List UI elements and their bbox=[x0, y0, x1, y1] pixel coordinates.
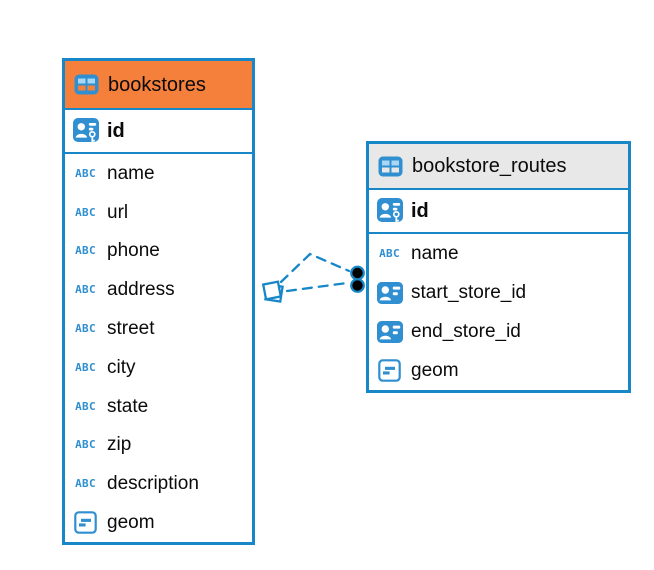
column-name: street bbox=[107, 318, 155, 340]
column-name: description bbox=[107, 473, 199, 495]
column-name: start_store_id bbox=[411, 282, 527, 303]
text-icon: ABC bbox=[75, 244, 96, 258]
column-name: name bbox=[411, 243, 459, 264]
column-row-end_store_id[interactable]: end_store_id bbox=[369, 312, 628, 351]
text-icon: ABC bbox=[75, 477, 96, 491]
relationship-edge[interactable] bbox=[285, 281, 349, 293]
column-row-street[interactable]: ABC street bbox=[65, 309, 252, 348]
table-header-bookstores[interactable]: bookstores bbox=[65, 61, 252, 110]
column-row-id[interactable]: id bbox=[369, 190, 628, 234]
text-icon: ABC bbox=[379, 247, 400, 260]
column-name: phone bbox=[107, 240, 160, 262]
geometry-icon bbox=[72, 511, 99, 534]
table-icon bbox=[377, 156, 404, 177]
column-row-geom[interactable]: geom bbox=[65, 503, 252, 542]
primary-key-icon bbox=[72, 117, 99, 145]
column-row-name[interactable]: ABC name bbox=[65, 154, 252, 193]
text-icon: ABC bbox=[75, 438, 96, 452]
table-title: bookstores bbox=[108, 73, 206, 96]
text-icon: ABC bbox=[75, 283, 96, 297]
column-row-name[interactable]: ABC name bbox=[369, 234, 628, 273]
column-name: url bbox=[107, 201, 129, 223]
column-row-state[interactable]: ABC state bbox=[65, 387, 252, 426]
column-row-url[interactable]: ABC url bbox=[65, 193, 252, 232]
geometry-icon bbox=[376, 359, 403, 382]
column-name: id bbox=[411, 200, 429, 222]
column-row-id[interactable]: id bbox=[65, 110, 252, 154]
table-header-bookstore_routes[interactable]: bookstore_routes bbox=[369, 144, 628, 190]
column-name: geom bbox=[107, 512, 155, 534]
column-name: id bbox=[107, 120, 125, 142]
column-row-geom[interactable]: geom bbox=[369, 351, 628, 390]
column-name: address bbox=[107, 279, 175, 301]
text-icon: ABC bbox=[75, 399, 96, 413]
column-name: name bbox=[107, 162, 155, 184]
text-icon: ABC bbox=[75, 166, 96, 180]
column-row-address[interactable]: ABC address bbox=[65, 270, 252, 309]
text-icon: ABC bbox=[75, 360, 96, 374]
column-name: geom bbox=[411, 360, 459, 381]
column-row-phone[interactable]: ABC phone bbox=[65, 232, 252, 271]
primary-key-icon bbox=[376, 197, 403, 225]
table-icon bbox=[73, 74, 100, 95]
column-row-start_store_id[interactable]: start_store_id bbox=[369, 273, 628, 312]
text-icon: ABC bbox=[75, 205, 96, 219]
relationship-target-marker-dots[interactable] bbox=[350, 265, 365, 293]
relationship-source-marker-double-square[interactable] bbox=[261, 280, 284, 303]
column-name: city bbox=[107, 356, 136, 378]
column-name: zip bbox=[107, 434, 132, 456]
table-title: bookstore_routes bbox=[412, 155, 567, 177]
column-row-description[interactable]: ABC description bbox=[65, 464, 252, 503]
column-name: end_store_id bbox=[411, 321, 521, 342]
column-name: state bbox=[107, 395, 149, 417]
reference-icon bbox=[376, 320, 403, 343]
relationship-edge[interactable] bbox=[279, 252, 351, 284]
reference-icon bbox=[376, 281, 403, 304]
text-icon: ABC bbox=[75, 322, 96, 336]
column-row-city[interactable]: ABC city bbox=[65, 348, 252, 387]
column-row-zip[interactable]: ABC zip bbox=[65, 426, 252, 465]
